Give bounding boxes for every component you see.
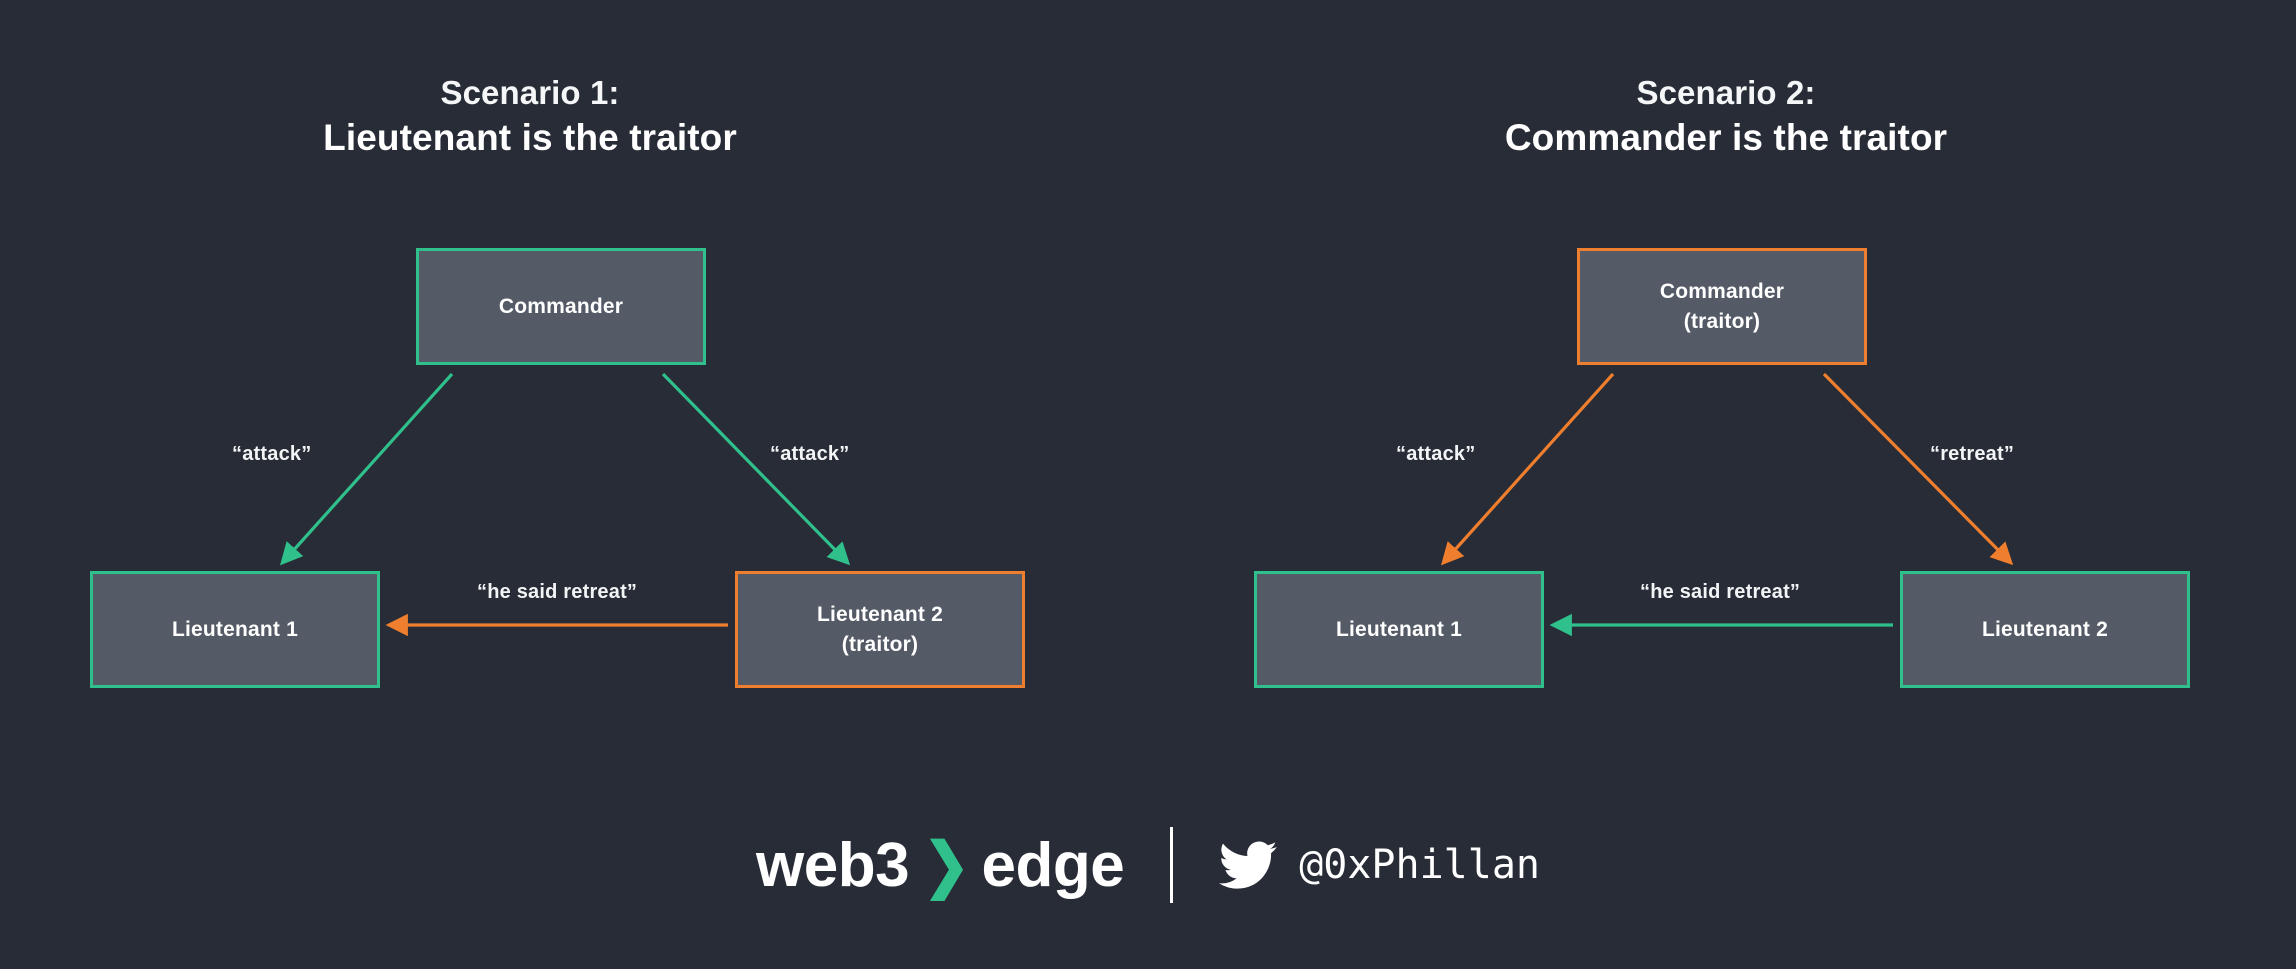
s1-edge-label-lt2-to-lt1: “he said retreat” bbox=[477, 581, 638, 603]
arrow-s1-commander-to-lt1 bbox=[280, 372, 454, 566]
scenario-1-title-line1: Scenario 1: bbox=[440, 74, 620, 111]
footer: web3 ❯ edge @0xPhillan bbox=[0, 810, 2296, 920]
twitter-handle: @0xPhillan bbox=[1299, 842, 1541, 888]
s2-node-lieutenant-2[interactable]: Lieutenant 2 bbox=[1900, 571, 2190, 688]
scenario-1-title: Scenario 1: Lieutenant is the traitor bbox=[300, 72, 760, 162]
arrow-s2-commander-to-lt1 bbox=[1441, 372, 1615, 566]
s2-edge-label-commander-to-lt1: “attack” bbox=[1396, 443, 1476, 465]
scenario-2-title: Scenario 2: Commander is the traitor bbox=[1496, 72, 1956, 162]
scenario-2-title-line1: Scenario 2: bbox=[1636, 74, 1816, 111]
arrow-s1-commander-to-lt2 bbox=[661, 372, 851, 566]
s1-edge-label-commander-to-lt1: “attack” bbox=[232, 443, 312, 465]
brand-text-edge: edge bbox=[981, 830, 1125, 900]
s1-node-commander[interactable]: Commander bbox=[416, 248, 706, 365]
twitter-bird-icon bbox=[1219, 841, 1278, 889]
s2-edge-label-commander-to-lt2: “retreat” bbox=[1930, 443, 2015, 465]
brand-logo: web3 ❯ edge bbox=[755, 830, 1125, 901]
s1-edge-label-commander-to-lt2: “attack” bbox=[770, 443, 850, 465]
arrow-s2-commander-to-lt2 bbox=[1822, 372, 2014, 566]
s2-node-commander[interactable]: Commander (traitor) bbox=[1577, 248, 1867, 365]
s2-edge-label-lt2-to-lt1: “he said retreat” bbox=[1640, 581, 1801, 603]
s2-node-lieutenant-1[interactable]: Lieutenant 1 bbox=[1254, 571, 1544, 688]
footer-divider bbox=[1170, 827, 1174, 903]
scenario-1-title-line2: Lieutenant is the traitor bbox=[323, 117, 737, 159]
s1-node-lieutenant-2[interactable]: Lieutenant 2 (traitor) bbox=[735, 571, 1025, 688]
brand-text-web3: web3 bbox=[755, 830, 910, 900]
s1-node-lieutenant-1[interactable]: Lieutenant 1 bbox=[90, 571, 380, 688]
chevron-right-icon: ❯ bbox=[923, 830, 970, 899]
scenario-2-title-line2: Commander is the traitor bbox=[1504, 117, 1948, 159]
twitter-credit[interactable]: @0xPhillan bbox=[1219, 836, 1540, 894]
